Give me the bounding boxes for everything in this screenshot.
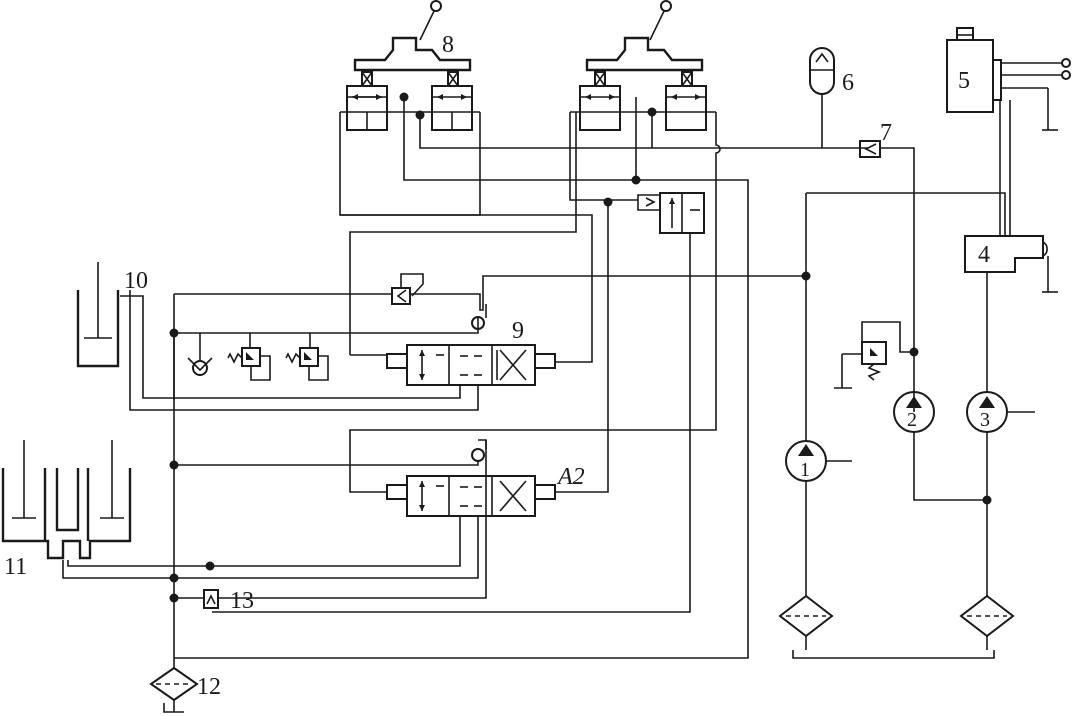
label-5: 5 bbox=[958, 68, 970, 94]
relief-valve-left-1 bbox=[227, 347, 271, 381]
filter-right-1 bbox=[778, 594, 834, 638]
shuttle-valve-small bbox=[391, 273, 424, 305]
label-3: 3 bbox=[980, 409, 990, 431]
label-8: 8 bbox=[442, 32, 454, 58]
pump-1 bbox=[785, 440, 852, 482]
label-7: 7 bbox=[880, 120, 892, 146]
accumulator bbox=[809, 47, 835, 148]
shuttle-valve bbox=[637, 192, 705, 234]
label-13: 13 bbox=[230, 588, 254, 614]
junction-dots bbox=[169, 92, 992, 603]
filter-12 bbox=[149, 666, 199, 713]
label-1: 1 bbox=[800, 459, 810, 481]
relief-valve-right bbox=[834, 321, 914, 389]
label-9: 9 bbox=[512, 318, 524, 344]
check-valve-7 bbox=[859, 140, 881, 158]
check-valve-left bbox=[187, 357, 213, 376]
brake-valve-right bbox=[570, 0, 716, 131]
label-11: 11 bbox=[4, 554, 27, 580]
directional-valve-9 bbox=[386, 316, 556, 386]
label-4: 4 bbox=[978, 242, 990, 268]
piping bbox=[62, 97, 1006, 668]
label-6: 6 bbox=[842, 70, 854, 96]
tank-10 bbox=[76, 262, 120, 368]
label-12: 12 bbox=[197, 674, 221, 700]
label-10: 10 bbox=[124, 268, 148, 294]
label-a2: A2 bbox=[556, 464, 585, 490]
component-5-block bbox=[946, 27, 1071, 236]
relief-valve-left-2 bbox=[285, 347, 329, 381]
component-4-block bbox=[964, 235, 1058, 293]
brake-valve-left bbox=[340, 0, 480, 131]
directional-valve-a2 bbox=[386, 448, 556, 517]
tank-11 bbox=[1, 440, 132, 560]
pump-3 bbox=[966, 391, 1035, 433]
label-2: 2 bbox=[907, 409, 917, 431]
filter-right-2 bbox=[959, 594, 1015, 638]
check-valve-13 bbox=[203, 589, 219, 609]
